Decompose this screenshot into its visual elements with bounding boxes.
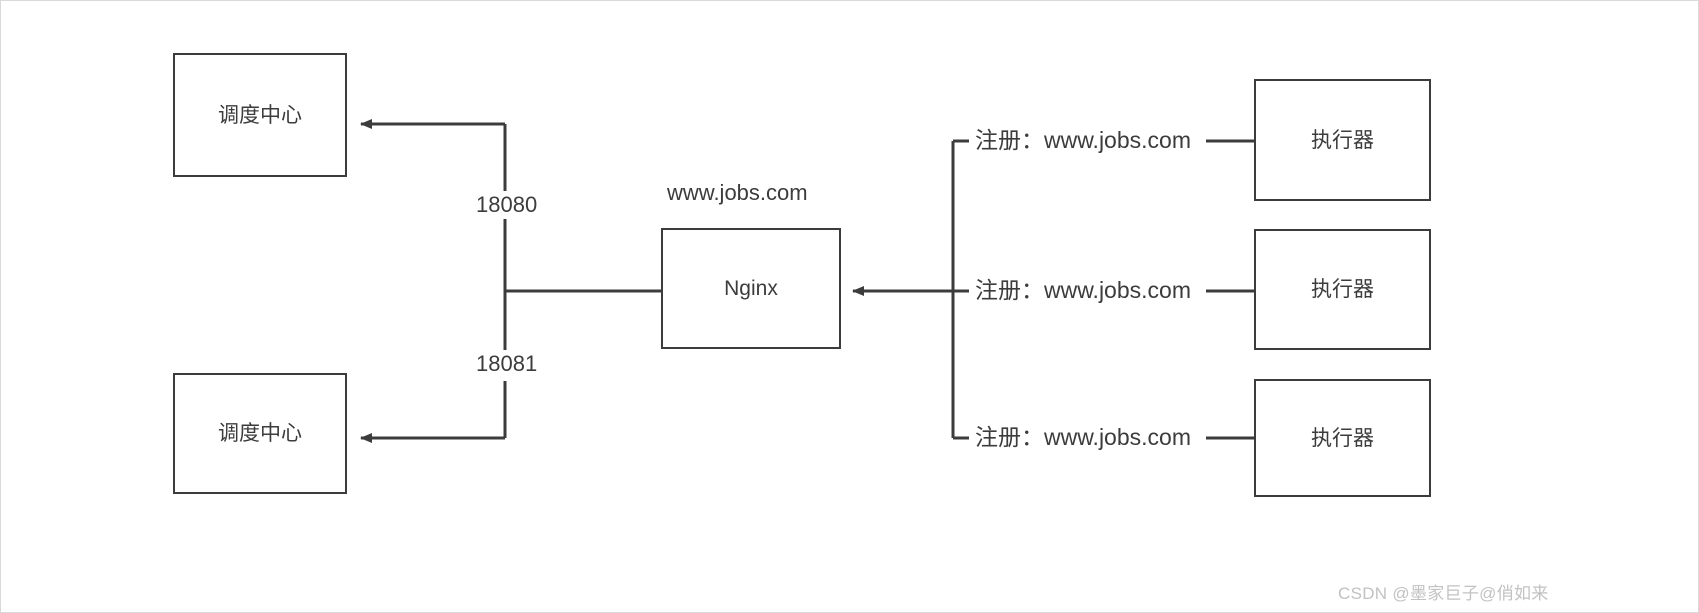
node-label: 调度中心 [218, 103, 302, 127]
node-label: 执行器 [1311, 278, 1374, 301]
edge-label-port-18081: 18081 [473, 353, 541, 375]
node-label: 调度中心 [218, 422, 302, 445]
node-executor-3[interactable]: 执行器 [1254, 379, 1431, 497]
edge-label-register-2: 注册：www.jobs.com [972, 279, 1194, 302]
node-label: 执行器 [1311, 426, 1374, 450]
node-executor-2[interactable]: 执行器 [1254, 229, 1431, 350]
node-scheduling-center-bottom[interactable]: 调度中心 [173, 373, 347, 494]
node-label: 执行器 [1311, 128, 1374, 152]
node-executor-1[interactable]: 执行器 [1254, 79, 1431, 201]
edge-label-domain: www.jobs.com [664, 182, 811, 204]
node-label: Nginx [724, 277, 778, 300]
edge-label-register-3: 注册：www.jobs.com [972, 426, 1194, 449]
watermark: CSDN @墨家巨子@俏如来 [1338, 584, 1549, 603]
edge-label-register-1: 注册：www.jobs.com [972, 129, 1194, 152]
node-scheduling-center-top[interactable]: 调度中心 [173, 53, 347, 177]
node-nginx[interactable]: Nginx [661, 228, 841, 349]
edge-label-port-18080: 18080 [473, 194, 541, 216]
